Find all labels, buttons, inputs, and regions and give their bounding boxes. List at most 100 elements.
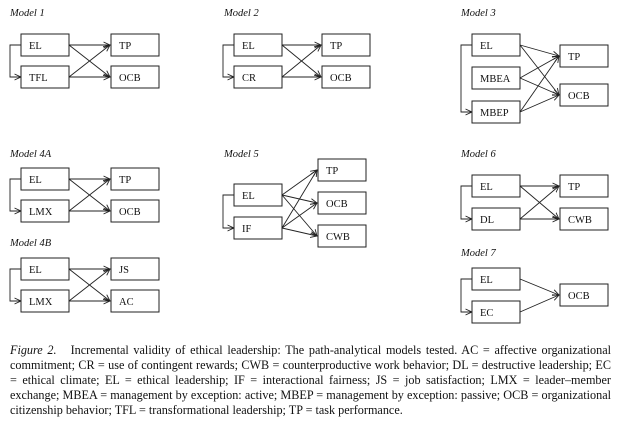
variable-label-mbea: MBEA <box>480 74 511 85</box>
variable-label-mbep: MBEP <box>480 108 509 119</box>
path-arrow-lmx-tp <box>68 179 110 212</box>
variable-box-el <box>233 33 283 57</box>
variable-label-el: EL <box>480 41 493 52</box>
variable-label-el: EL <box>480 275 493 286</box>
model-7: Model 6 EL DL TP CWB <box>460 149 609 231</box>
path-arrow-mbep-ocb <box>519 95 559 113</box>
path-arrow-mbep-tp <box>519 56 559 113</box>
variable-box-tp <box>110 167 160 191</box>
variable-label-ocb: OCB <box>330 73 352 84</box>
figure-caption: Figure 2. Incremental validity of ethica… <box>10 343 611 418</box>
path-arrow-mbea-ocb <box>519 77 559 95</box>
variable-label-ac: AC <box>119 297 134 308</box>
variable-box-tp <box>317 158 367 182</box>
model-8: Model 7 EL EC OCB <box>460 248 609 324</box>
variable-label-cr: CR <box>242 73 256 84</box>
variable-box-ocb <box>110 65 160 89</box>
variable-label-el: EL <box>29 41 42 52</box>
variable-label-cwb: CWB <box>326 232 350 243</box>
correlation-bracket <box>222 195 234 228</box>
variable-box-ocb <box>559 283 609 307</box>
correlation-bracket <box>460 45 472 112</box>
path-arrow-ec-ocb <box>519 295 559 313</box>
variable-box-cr <box>233 65 283 89</box>
path-arrow-cr-tp <box>281 45 321 78</box>
path-arrow-lmx-js <box>68 269 110 302</box>
path-arrow-if-cwb <box>281 227 317 236</box>
variable-box-ocb <box>559 83 609 107</box>
variable-box-ocb <box>317 191 367 215</box>
figure-number: Figure 2. <box>10 343 57 357</box>
variable-label-ocb: OCB <box>568 291 590 302</box>
model-title: Model 6 <box>460 149 496 160</box>
path-arrow-el-tp <box>519 44 559 56</box>
variable-box-ocb <box>110 199 160 223</box>
variable-label-ocb: OCB <box>568 91 590 102</box>
variable-box-tp <box>110 33 160 57</box>
correlation-bracket <box>9 269 21 301</box>
variable-box-tp <box>321 33 371 57</box>
variable-box-el <box>20 167 70 191</box>
variable-label-el: EL <box>480 182 493 193</box>
variable-label-tp: TP <box>119 175 131 186</box>
caption-text: Incremental validity of ethical leadersh… <box>10 343 612 417</box>
variable-label-el: EL <box>242 41 255 52</box>
correlation-bracket <box>9 179 21 211</box>
variable-label-dl: DL <box>480 215 494 226</box>
variable-box-el <box>233 183 283 207</box>
path-arrow-dl-tp <box>519 186 559 220</box>
variable-box-cwb <box>559 207 609 231</box>
path-arrow-tfl-tp <box>68 45 110 78</box>
model-title: Model 7 <box>460 248 496 259</box>
variable-box-el <box>20 33 70 57</box>
variable-box-el <box>471 174 521 198</box>
variable-box-tfl <box>20 65 70 89</box>
model-title: Model 1 <box>9 8 45 19</box>
correlation-bracket <box>222 45 234 77</box>
model-title: Model 3 <box>460 8 496 19</box>
variable-label-el: EL <box>29 265 42 276</box>
variable-label-ec: EC <box>480 308 493 319</box>
model-4: Model 4A EL LMX TP OCB <box>9 149 160 223</box>
variable-box-cwb <box>317 224 367 248</box>
variable-box-dl <box>471 207 521 231</box>
correlation-bracket <box>9 45 21 77</box>
variable-box-mbep <box>471 100 521 124</box>
model-title: Model 2 <box>223 8 259 19</box>
variable-label-tp: TP <box>330 41 342 52</box>
variable-label-tp: TP <box>326 166 338 177</box>
variable-label-tp: TP <box>119 41 131 52</box>
variable-box-ocb <box>321 65 371 89</box>
model-2: Model 2 EL CR TP OCB <box>222 8 371 89</box>
variable-label-lmx: LMX <box>29 207 53 218</box>
variable-box-lmx <box>20 199 70 223</box>
path-arrow-el-ocb <box>519 44 559 95</box>
variable-label-el: EL <box>242 191 255 202</box>
variable-box-ec <box>471 300 521 324</box>
model-title: Model 5 <box>223 149 259 160</box>
variable-box-tp <box>559 174 609 198</box>
variable-box-el <box>20 257 70 281</box>
variable-label-tp: TP <box>568 52 580 63</box>
path-arrow-el-ocb <box>519 278 559 295</box>
variable-box-mbea <box>471 66 521 90</box>
variable-box-js <box>110 257 160 281</box>
variable-label-ocb: OCB <box>119 207 141 218</box>
variable-box-lmx <box>20 289 70 313</box>
variable-label-el: EL <box>29 175 42 186</box>
model-title: Model 4A <box>9 149 52 160</box>
variable-label-tp: TP <box>568 182 580 193</box>
path-arrow-if-ocb <box>281 203 317 229</box>
variable-box-if <box>233 216 283 240</box>
path-arrow-if-tp <box>281 170 317 229</box>
variable-label-js: JS <box>119 265 129 276</box>
path-arrow-mbea-tp <box>519 56 559 79</box>
correlation-bracket <box>460 279 472 312</box>
variable-box-tp <box>559 44 609 68</box>
variable-label-cwb: CWB <box>568 215 592 226</box>
variable-box-el <box>471 267 521 291</box>
